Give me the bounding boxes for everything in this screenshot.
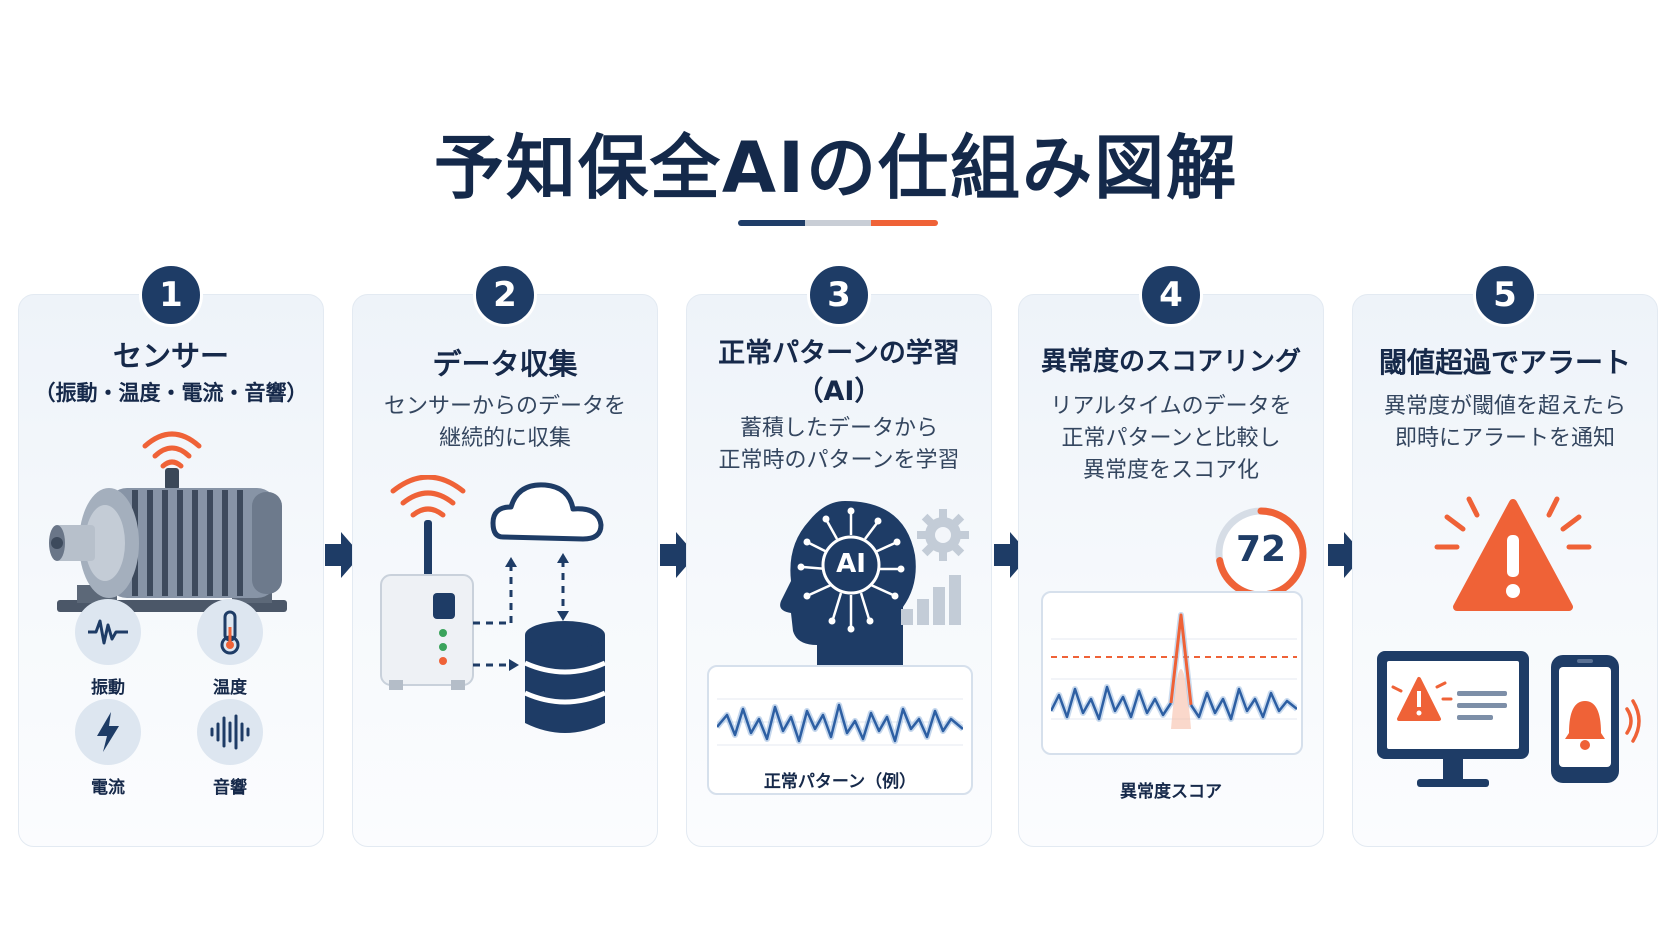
anomaly-score-caption: 異常度スコア xyxy=(1120,782,1222,802)
step-1-panel: センサー （振動・温度・電流・音響） xyxy=(18,294,324,847)
wireless-signal-icon xyxy=(390,475,466,518)
sensor-temperature xyxy=(197,599,263,665)
sensor-sound xyxy=(197,699,263,765)
sensor-label-temperature: 温度 xyxy=(213,678,247,698)
step-5-panel: 閾値超過でアラート 異常度が閾値を超えたら 即時にアラートを通知 xyxy=(1352,294,1658,847)
gateway-device-icon xyxy=(380,574,474,690)
normal-pattern-waveform xyxy=(717,698,963,746)
bell-icon xyxy=(1565,701,1605,750)
step-5-badge: 5 xyxy=(1473,263,1537,327)
title-underline xyxy=(738,220,939,226)
step-4-badge: 4 xyxy=(1139,263,1203,327)
flow-arrow-2 xyxy=(660,532,696,578)
step-4-desc-line1: リアルタイムのデータを xyxy=(1050,394,1292,419)
vibration-wave-icon xyxy=(88,619,128,645)
step-2-badge: 2 xyxy=(473,263,537,327)
step-5-title: 閾値超過でアラート xyxy=(1378,346,1631,379)
electric-motor-icon xyxy=(49,431,287,612)
step-1-title: センサー xyxy=(112,339,229,373)
step-2-title: データ収集 xyxy=(432,347,578,381)
step-4-panel: 異常度のスコアリング リアルタイムのデータを 正常パターンと比較し 異常度をスコ… xyxy=(1018,294,1324,847)
ai-head-icon xyxy=(780,501,916,665)
gear-icon xyxy=(917,509,969,561)
flow-arrow-3 xyxy=(994,532,1030,578)
step-3-badge: 3 xyxy=(807,263,871,327)
bar-graph-icon xyxy=(901,575,961,625)
page-title: 予知保全AIの仕組み図解 xyxy=(433,127,1239,209)
step-1-subtitle: （振動・温度・電流・音響） xyxy=(34,381,308,405)
cloud-icon xyxy=(490,482,604,542)
flow-arrow-1 xyxy=(325,532,361,578)
sensor-label-sound: 音響 xyxy=(213,778,247,798)
sound-wave-icon xyxy=(210,714,250,750)
step-4-title: 異常度のスコアリング xyxy=(1040,347,1301,377)
thermometer-icon xyxy=(220,610,240,655)
step-3-panel: 正常パターンの学習 （AI） 蓄積したデータから 正常時のパターンを学習 AI xyxy=(686,294,992,847)
sensor-label-current: 電流 xyxy=(91,778,125,798)
sensor-current xyxy=(75,699,141,765)
step-3-desc-line1: 蓄積したデータから xyxy=(739,416,938,441)
anomaly-score-value: 72 xyxy=(1235,529,1287,570)
flow-arrow-4 xyxy=(1328,532,1364,578)
sensor-label-vibration: 振動 xyxy=(91,678,125,698)
step-3-desc-line2: 正常時のパターンを学習 xyxy=(718,448,960,473)
anomaly-score-waveform xyxy=(1051,612,1297,729)
step-2-panel: データ収集 センサーからのデータを 継続的に収集 xyxy=(352,294,658,847)
step-4-desc-line2: 正常パターンと比較し xyxy=(1061,426,1281,451)
anomaly-score-chart xyxy=(1041,591,1303,755)
normal-pattern-caption: 正常パターン（例） xyxy=(763,772,917,792)
ai-brain-label: AI xyxy=(836,549,866,579)
step-2-desc-line1: センサーからのデータを xyxy=(383,394,626,419)
step-5-desc-line2: 即時にアラートを通知 xyxy=(1394,426,1615,451)
step-4-desc-line3: 異常度をスコア化 xyxy=(1082,458,1259,483)
warning-alert-icon xyxy=(1434,496,1592,611)
step-3-title-line2: （AI） xyxy=(796,376,882,407)
step-2-desc-line2: 継続的に収集 xyxy=(438,426,571,451)
lightning-icon xyxy=(97,712,119,752)
step-5-desc-line1: 異常度が閾値を超えたら xyxy=(1383,394,1626,419)
monitor-alert-icon xyxy=(1377,651,1529,787)
step-3-title-line1: 正常パターンの学習 xyxy=(718,338,960,369)
smartphone-alert-icon xyxy=(1551,655,1641,783)
database-icon xyxy=(523,621,607,733)
normal-pattern-chart: 正常パターン（例） xyxy=(707,665,973,795)
data-collection-illustration xyxy=(380,475,607,733)
sensor-vibration xyxy=(75,599,141,665)
step-1-badge: 1 xyxy=(139,263,203,327)
